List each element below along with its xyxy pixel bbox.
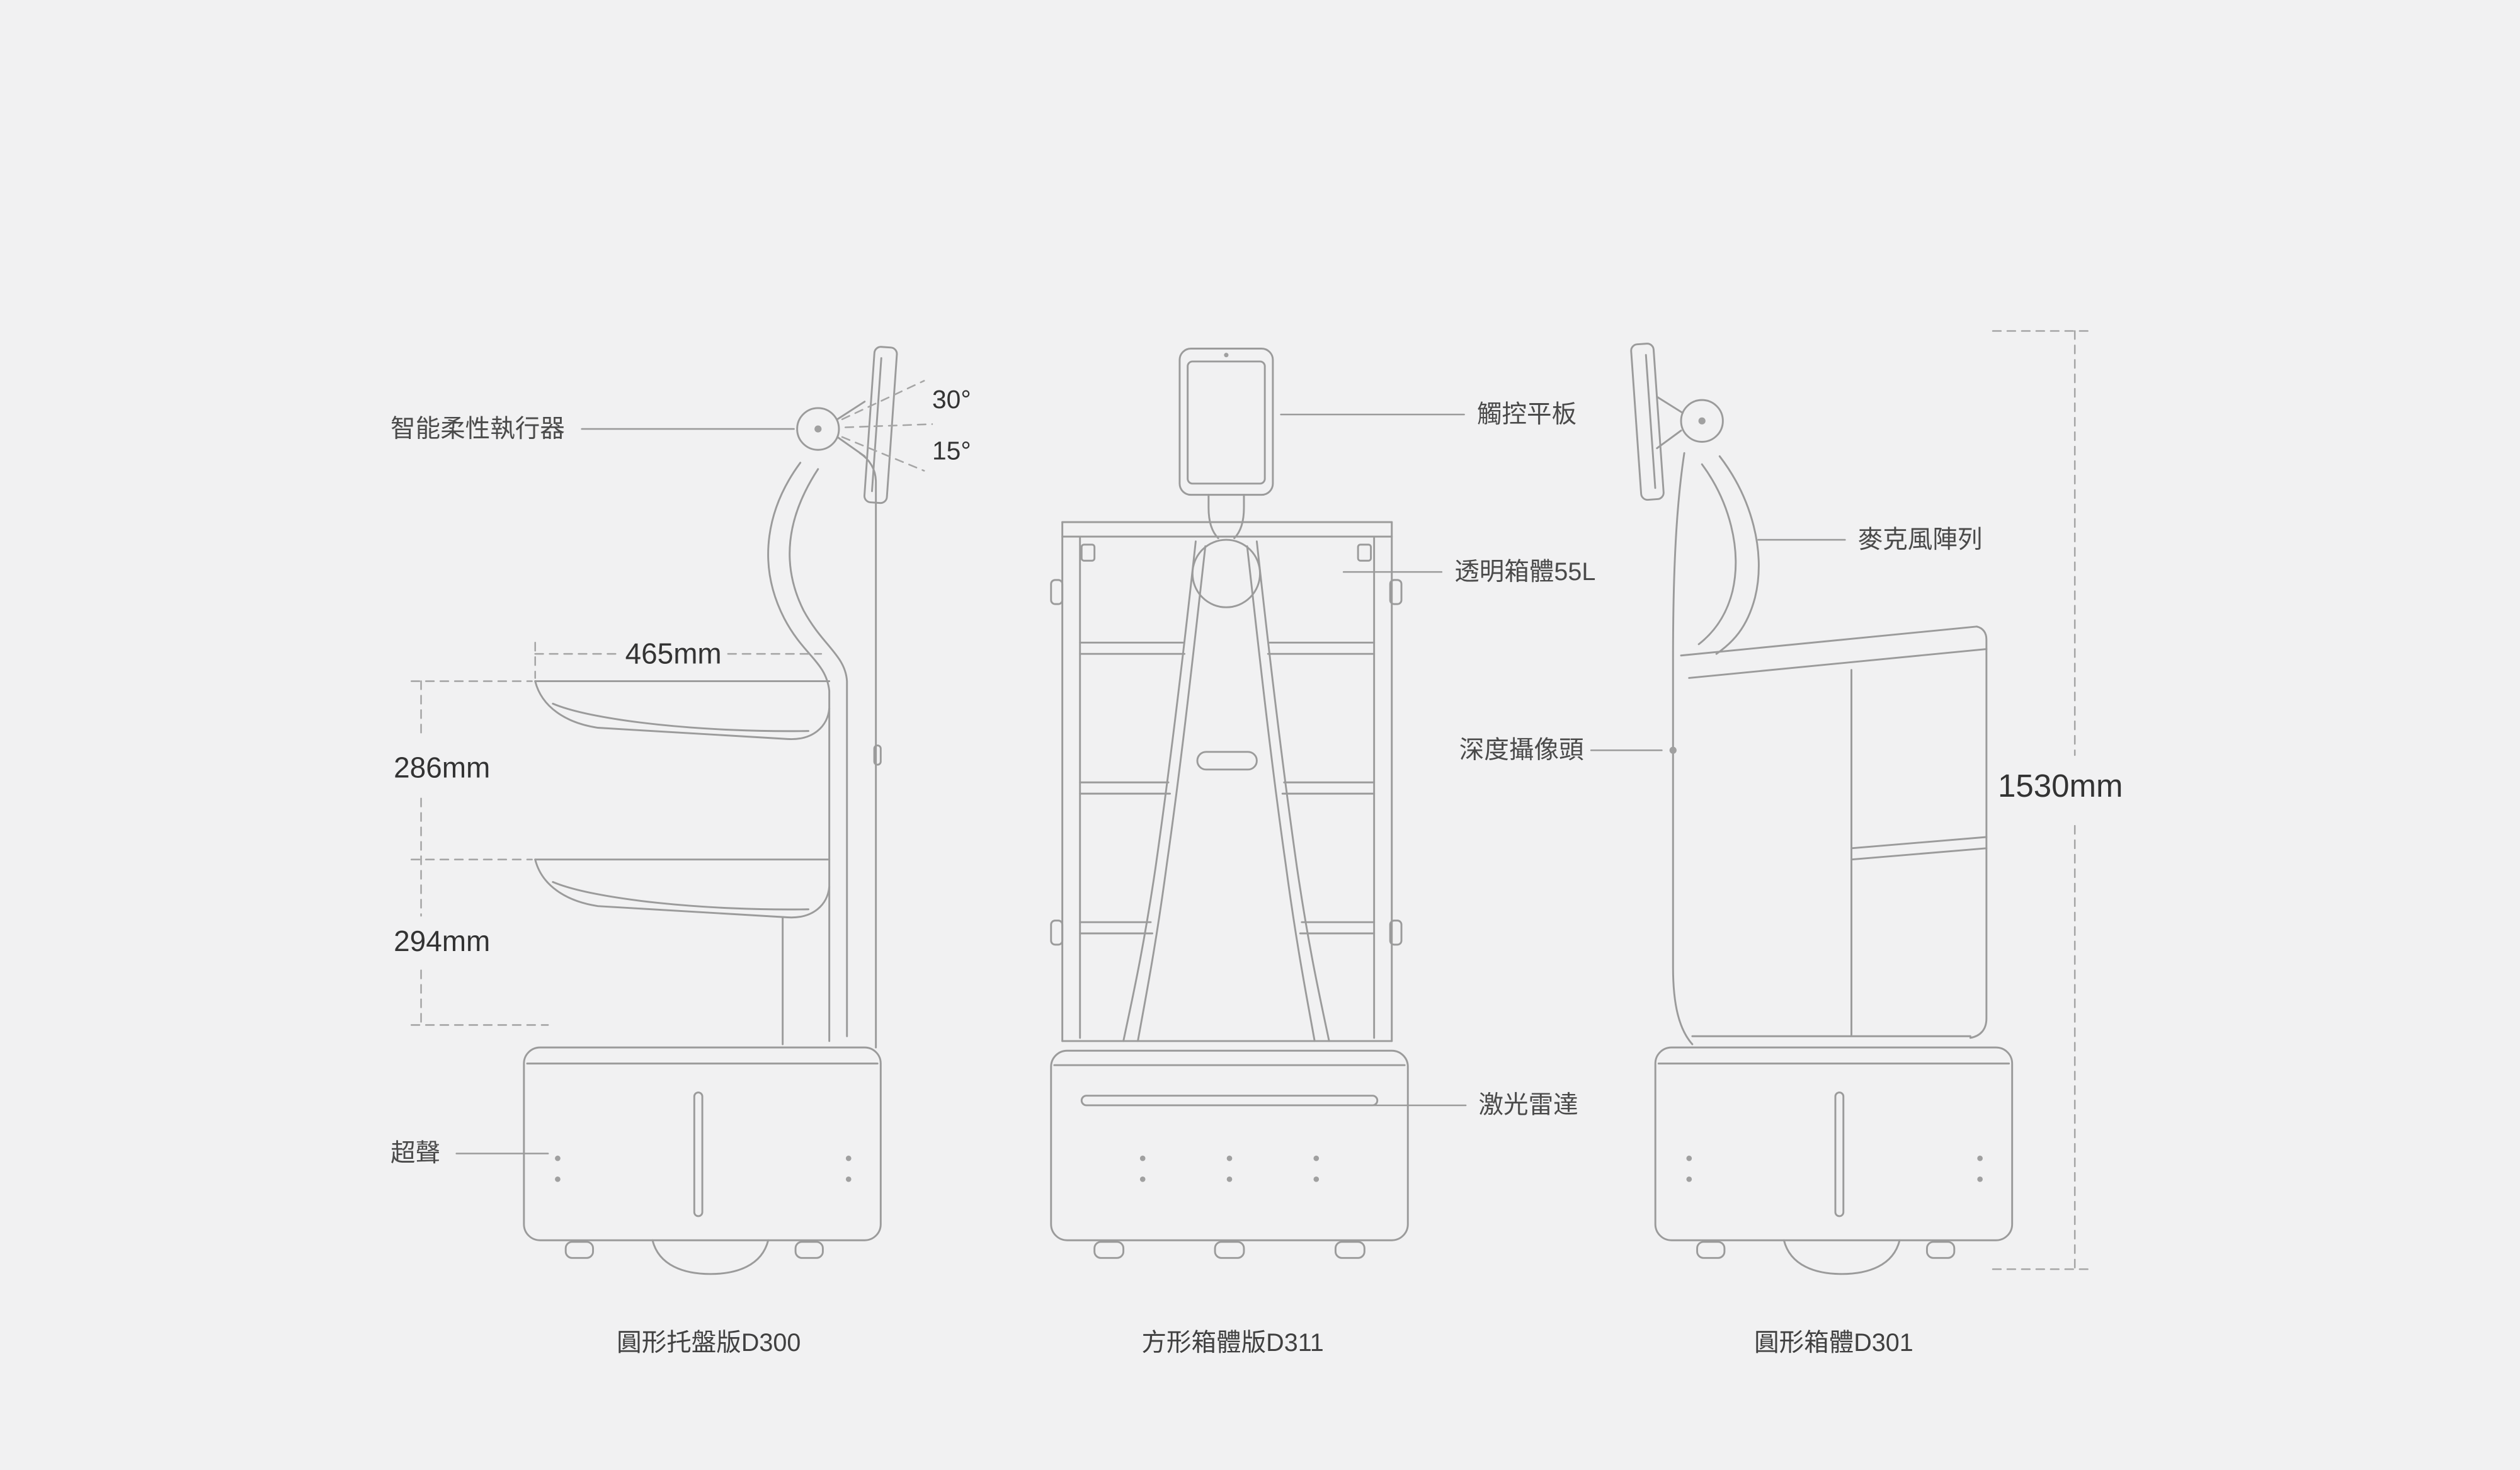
d311-base (1050, 1049, 1409, 1241)
d300-actuator-joint (796, 401, 866, 457)
robot-d301-drawing (1630, 330, 2094, 1275)
d311-caption: 方形箱體版D311 (1141, 1329, 1323, 1357)
d311-label-lidar: 激光雷達 (1479, 1091, 1578, 1119)
d311-label-depth-camera: 深度攝像頭 (1459, 736, 1584, 764)
d311-tablet (1178, 348, 1274, 539)
d311-handle (1196, 751, 1258, 771)
d301-caption: 圓形箱體D301 (1754, 1329, 1913, 1357)
d311-corner-bracket (1080, 544, 1096, 562)
d311-label-tablet: 觸控平板 (1477, 401, 1576, 428)
d311-wheels (1093, 1241, 1365, 1259)
d300-lower-tray (534, 858, 831, 919)
d301-label-mic-array: 麥克風陣列 (1858, 526, 1983, 554)
d301-actuator-joint (1656, 396, 1724, 450)
d300-dim-gap-lower: 294mm (394, 925, 490, 957)
d300-caption: 圓形托盤版D300 (617, 1329, 801, 1357)
d300-tilt-angle-lines (841, 380, 933, 472)
d300-angle-up: 30° (932, 385, 971, 414)
d300-label-ultrasonic: 超聲 (391, 1139, 440, 1167)
d311-transparent-cabinet (1050, 521, 1403, 1042)
d301-cabinet (1680, 625, 1988, 1039)
d311-tablet-camera-dot (1224, 353, 1229, 358)
d300-ultrasonic-sensor-dot (555, 1176, 561, 1182)
d300-ultrasonic-sensor-dot (555, 1155, 561, 1161)
robot-d300-drawing (410, 346, 933, 1275)
d301-dim-height: 1530mm (1998, 768, 2123, 804)
d301-height-dim-lines (1992, 330, 2094, 1270)
d300-upper-tray (534, 680, 831, 740)
d300-ultrasonic-sensor-dot (845, 1155, 852, 1161)
d300-base (523, 1046, 882, 1241)
d300-label-actuator: 智能柔性執行器 (391, 415, 565, 443)
d311-lidar-slot (1080, 1095, 1379, 1107)
d311-hinge-tab (1050, 579, 1064, 605)
d300-dim-tray-width: 465mm (625, 637, 722, 669)
d300-ultrasonic-sensor-dot (845, 1176, 852, 1182)
d301-depth-camera-dot (1669, 746, 1677, 754)
d311-hinge-tab (1389, 579, 1403, 605)
d300-dim-gap-lines (410, 680, 549, 1026)
d300-base-slot (693, 1091, 704, 1217)
d301-base-slot (1834, 1091, 1845, 1217)
d311-center-column (1122, 538, 1330, 1042)
d301-screen-side (1630, 343, 1665, 501)
d301-mast (1669, 452, 1760, 1046)
d311-hinge-tab (1389, 920, 1403, 946)
d300-depth-camera-nub (873, 744, 882, 766)
d300-wheels (564, 1239, 824, 1275)
d300-dim-gap-upper: 286mm (394, 751, 490, 784)
d311-corner-bracket (1357, 544, 1372, 562)
d300-angle-down: 15° (932, 436, 971, 465)
d301-wheels (1696, 1239, 1956, 1275)
d301-base (1654, 1046, 2014, 1241)
d311-hinge-tab (1050, 920, 1064, 946)
d300-mast (767, 452, 882, 1049)
d311-label-cabinet: 透明箱體55L (1454, 558, 1595, 586)
d300-dim-tray-width-lines (534, 642, 823, 679)
robot-d311-drawing (1050, 348, 1663, 1259)
